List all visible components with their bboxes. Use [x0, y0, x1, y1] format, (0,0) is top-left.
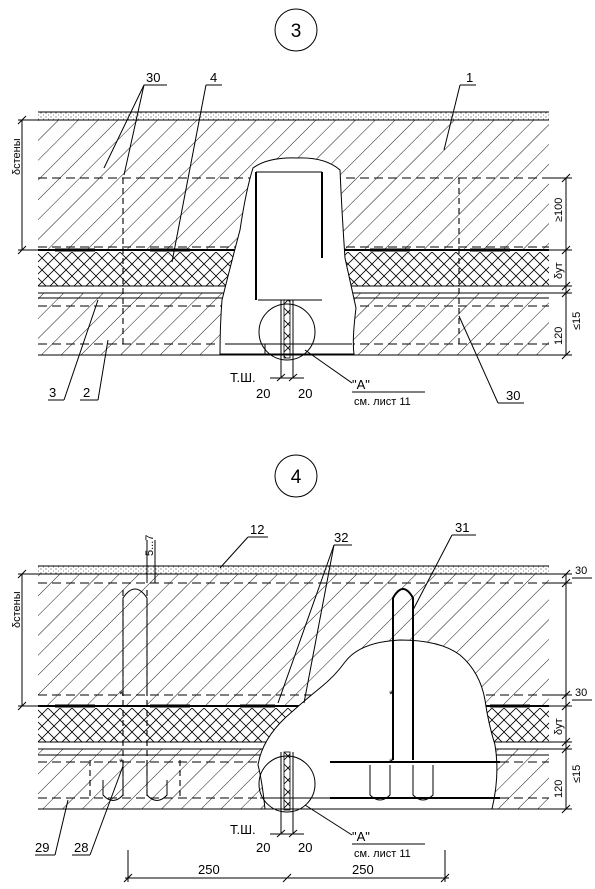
detail-4-number: 4: [291, 467, 302, 488]
dim-cover-mid: 30: [575, 687, 587, 699]
dim-layer-120: 120: [553, 327, 565, 345]
dimension-left: δстены: [11, 115, 38, 255]
dim-insulation-4: δут: [553, 718, 565, 735]
span-left: 250: [198, 862, 220, 877]
dim-min-100: ≥100: [553, 198, 565, 222]
plaster-layer: [38, 112, 549, 120]
node-a-sheet-4: см. лист 11: [354, 848, 411, 860]
svg-text:*: *: [119, 757, 124, 769]
detail-3-number-circle: [274, 8, 318, 52]
callout-29: 29: [35, 840, 49, 855]
node-a-label-3: "А": [352, 377, 370, 392]
dim-wall-thickness-4: δстены: [11, 591, 23, 628]
callouts-3: 30 4 1 3 2 30: [48, 70, 524, 404]
ts-label-3: Т.Ш.: [230, 370, 256, 385]
detail-3-number: 3: [291, 21, 302, 42]
dim-layer-120-4: 120: [553, 780, 565, 798]
node-a-label-4: "А": [352, 829, 370, 844]
callout-1: 1: [466, 70, 473, 85]
callouts-4: 12 32 31 29 28: [35, 520, 476, 856]
detail-3: 3: [11, 8, 583, 408]
joint-node-a-4: [258, 751, 316, 834]
callout-31: 31: [455, 520, 469, 535]
joint-width-right-3: 20: [298, 386, 312, 401]
svg-text:*: *: [389, 689, 394, 701]
svg-text:*: *: [389, 757, 394, 769]
dim-wall-thickness: δстены: [11, 138, 23, 175]
dim-cover-top: 30: [575, 565, 587, 577]
joint-width-right-4: 20: [298, 840, 312, 855]
callout-3: 3: [49, 385, 56, 400]
cutaway-region-4: [257, 639, 498, 810]
callout-4: 4: [210, 70, 217, 85]
dim-insulation: δут: [553, 262, 565, 279]
dimensions-right: ≥100 δут ≤15 120: [549, 173, 583, 360]
ts-label-4: Т.Ш.: [230, 822, 256, 837]
node-a-sheet-3: см. лист 11: [354, 396, 411, 408]
dim-max-15-4: ≤15: [571, 765, 583, 783]
callout-12: 12: [250, 522, 264, 537]
dim-max-15: ≤15: [571, 312, 583, 330]
callout-28: 28: [74, 840, 88, 855]
joint-node-a: [258, 299, 316, 378]
callout-32: 32: [334, 530, 348, 545]
span-dimension: 250 250: [123, 850, 450, 883]
dim-gap: 5...7: [144, 535, 156, 556]
detail-4: 4 *: [11, 454, 592, 883]
span-right: 250: [352, 862, 374, 877]
joint-width-left-4: 20: [256, 840, 270, 855]
callout-30-bottom: 30: [506, 388, 520, 403]
detail-4-number-circle: [274, 454, 318, 498]
callout-30-top: 30: [146, 70, 160, 85]
joint-width-left-3: 20: [256, 386, 270, 401]
callout-2: 2: [83, 385, 90, 400]
svg-text:*: *: [119, 689, 124, 701]
